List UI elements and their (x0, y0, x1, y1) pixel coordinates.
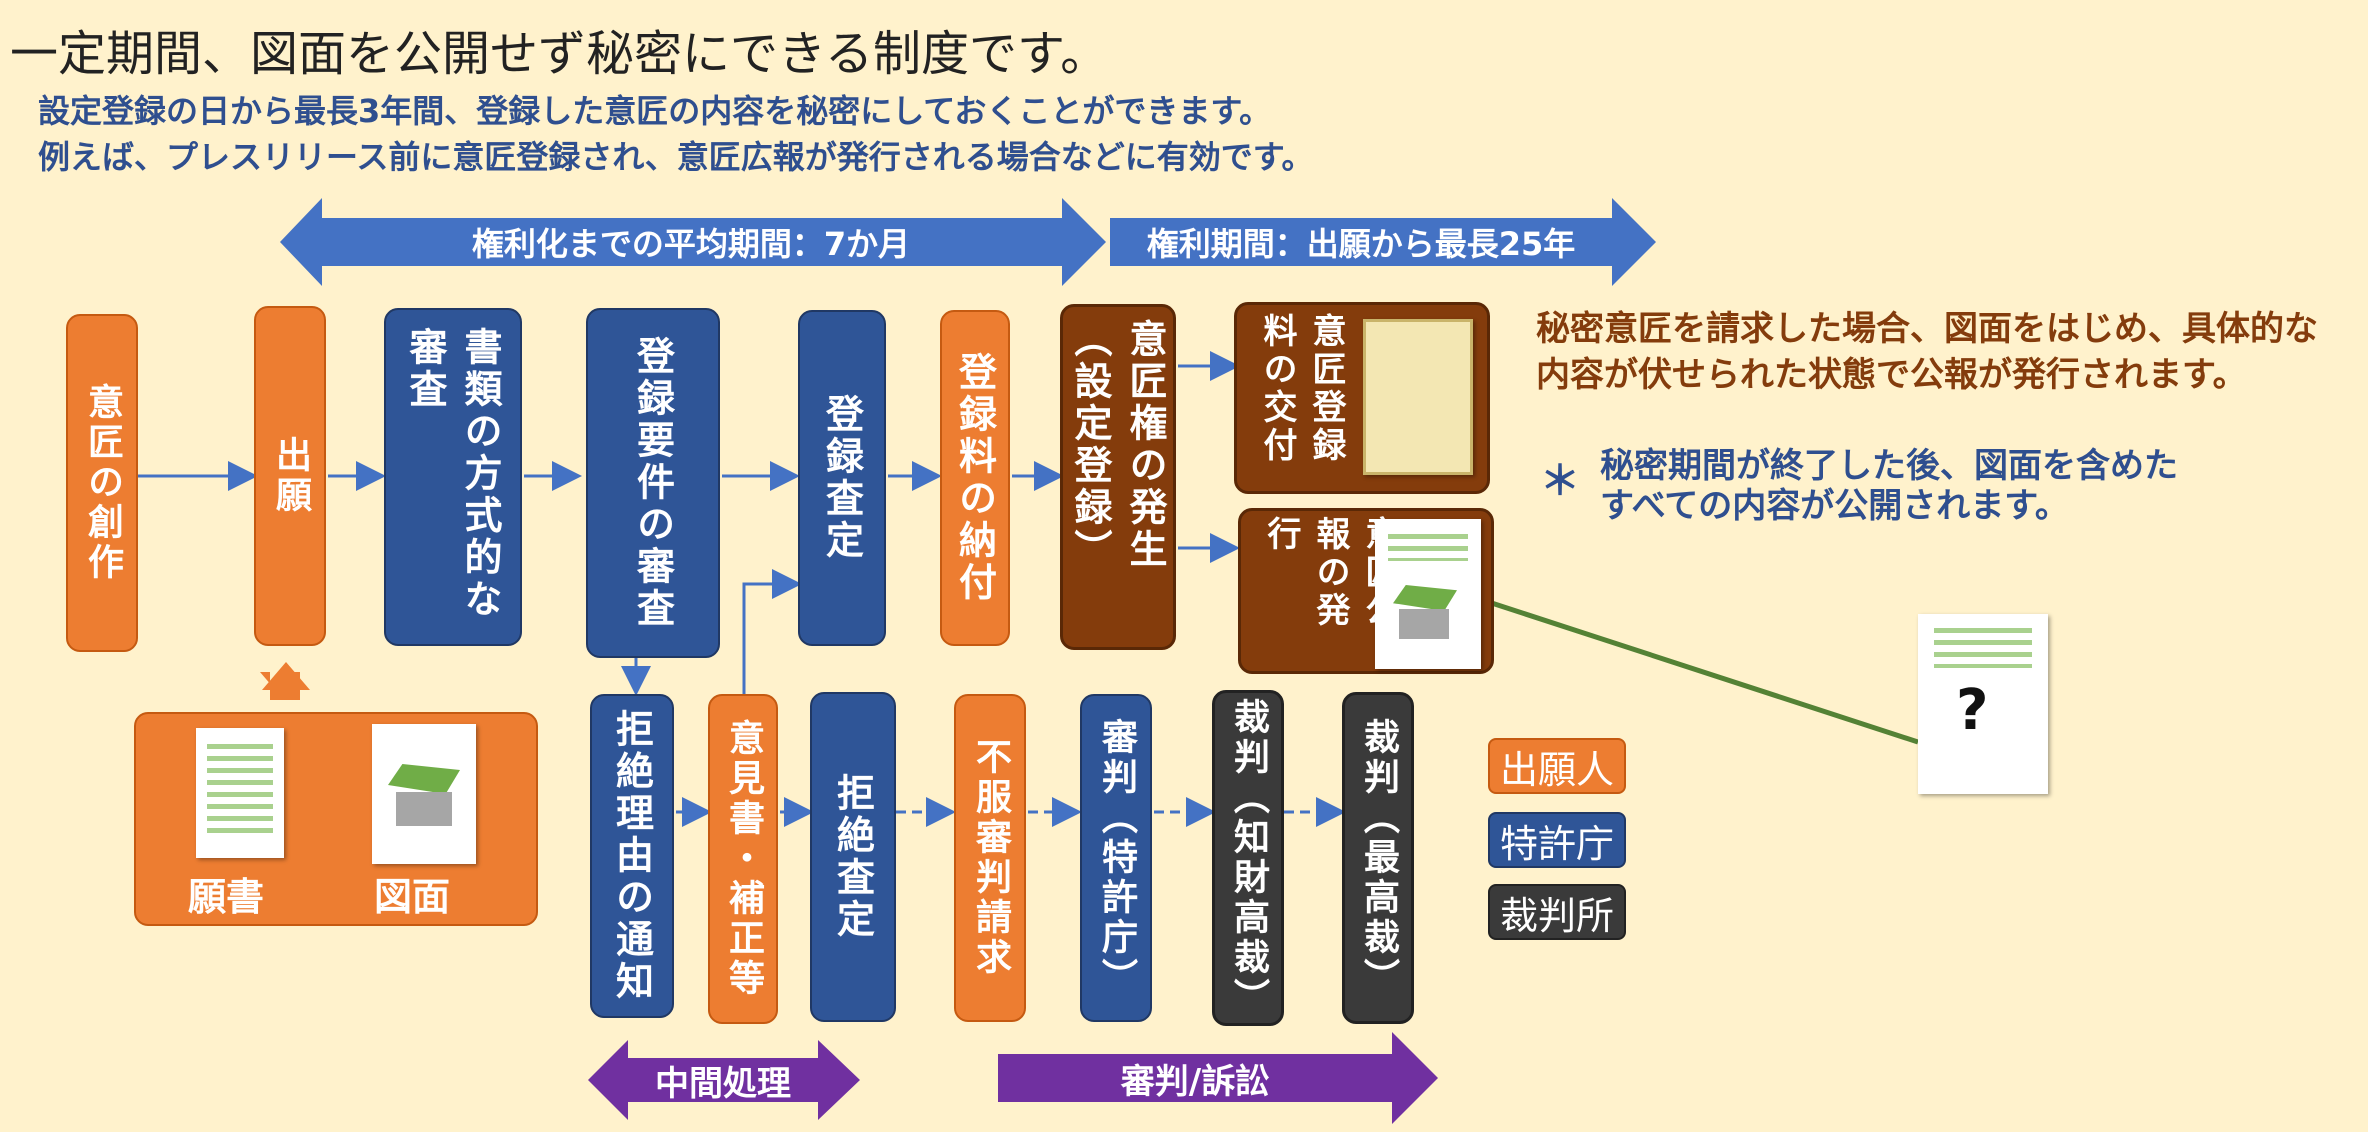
page-title: 一定期間、図面を公開せず秘密にできる制度です。 (10, 26, 1109, 82)
house-icon (1393, 585, 1457, 641)
step-trial-jpo: 審判（特許庁） (1080, 694, 1152, 1022)
avg-period-label: 権利化までの平均期間：7か月 (471, 225, 911, 263)
right-period-label: 権利期間：出願から最長25年 (1146, 225, 1576, 263)
intermediate-arrow (588, 1040, 860, 1120)
unknown-document-icon: ? (1918, 614, 2048, 794)
step-rejection-decision: 拒絶査定 (810, 692, 896, 1022)
gazette-document-icon (1375, 519, 1481, 669)
house-icon (388, 764, 460, 828)
subtitle-line-2: 例えば、プレスリリース前に意匠登録され、意匠広報が発行される場合などに有効です。 (38, 138, 1314, 176)
subtitle-line-1: 設定登録の日から最長3年間、登録した意匠の内容を秘密にしておくことができます。 (38, 92, 1272, 130)
step-trial-supreme-court: 裁判（最高裁） (1342, 692, 1414, 1024)
legend-jpo: 特許庁 (1488, 812, 1627, 868)
legend-court: 裁判所 (1488, 884, 1627, 940)
step-certificate: 意匠登録料の交付 (1234, 302, 1490, 494)
application-form-label: 願書 (188, 875, 265, 919)
drawing-label: 図面 (374, 875, 451, 919)
intermediate-label: 中間処理 (655, 1063, 791, 1104)
asterisk-mark: ＊ (1540, 458, 1580, 504)
step-application: 出願 (254, 306, 326, 646)
step-rejection-notice: 拒絶理由の通知 (590, 694, 674, 1018)
after-period-note: 秘密期間が終了した後、図面を含めた すべての内容が公開されます。 (1600, 446, 2178, 526)
secret-design-note: 秘密意匠を請求した場合、図面をはじめ、具体的な 内容が伏せられた状態で公報が発行… (1536, 309, 2318, 395)
step-appeal-request: 不服審判請求 (954, 694, 1026, 1022)
step-right-occurrence: 意匠権の発生（設定登録） (1060, 304, 1176, 650)
certificate-image (1363, 319, 1473, 475)
avg-period-arrow (280, 198, 1106, 286)
appeal-arrow (998, 1032, 1438, 1124)
application-form-icon (196, 728, 284, 858)
right-period-arrow (1110, 198, 1656, 286)
step-creation: 意匠の創作 (66, 314, 138, 652)
appeal-label: 審判/訴訟 (1120, 1061, 1270, 1102)
question-mark: ? (1956, 678, 1989, 743)
step-registration-decision: 登録査定 (798, 310, 886, 646)
drawing-icon (372, 724, 476, 864)
step-formal-exam: 書類の方式的な審査 (384, 308, 522, 646)
green-connector (1463, 591, 1919, 745)
step-fee-payment: 登録料の納付 (940, 310, 1010, 646)
step-requirement-exam: 登録要件の審査 (586, 308, 720, 658)
step-trial-ip-court: 裁判（知財高裁） (1212, 690, 1284, 1026)
step-opinion: 意見書・補正等 (708, 694, 778, 1024)
legend-applicant: 出願人 (1488, 738, 1627, 794)
documents-group: 願書 図面 (134, 712, 538, 926)
step-gazette: 意匠公報の発行 (1238, 508, 1494, 674)
